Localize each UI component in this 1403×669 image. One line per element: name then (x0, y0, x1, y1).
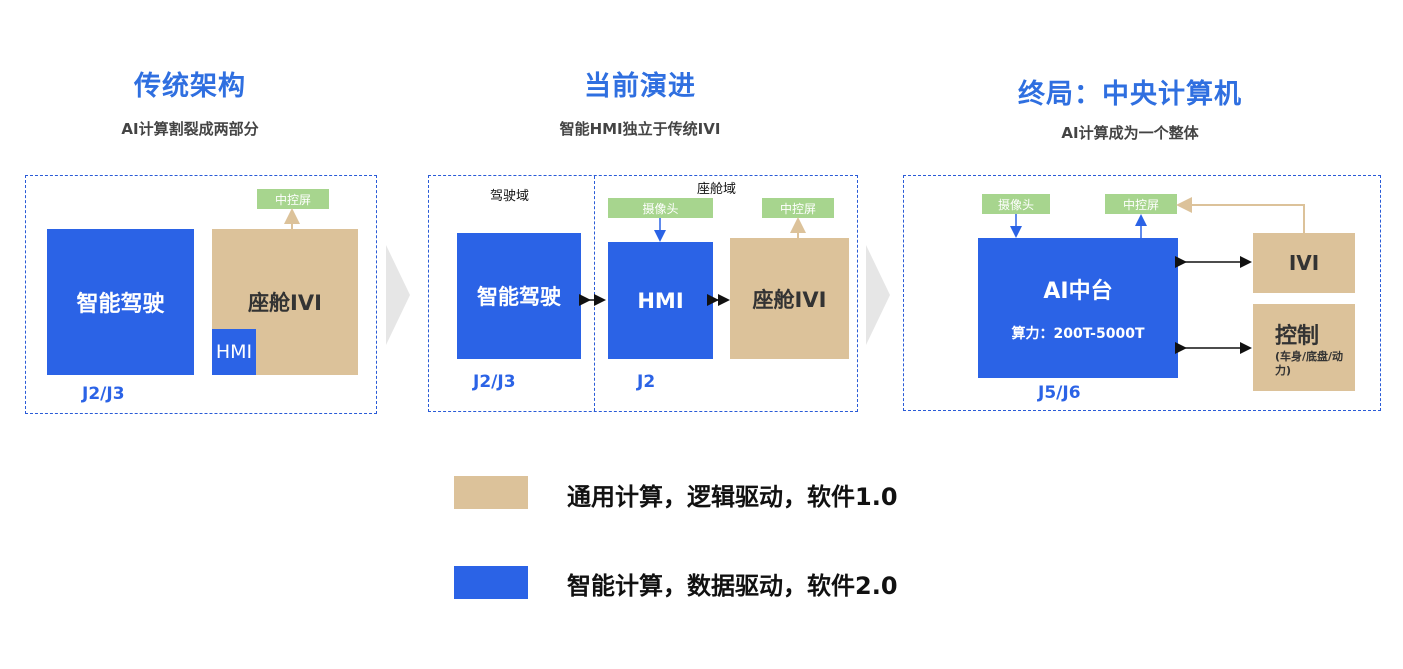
col3-panel (903, 175, 1381, 411)
col3-screen: 中控屏 (1105, 194, 1177, 214)
col2-chip-right: J2 (637, 372, 656, 392)
col3-control-title: 控制 (1275, 323, 1320, 349)
col3-ivi-box: IVI (1253, 233, 1355, 293)
col3-center-box: AI中台 算力：200T-5000T (978, 238, 1178, 378)
col2-ivi-box: 座舱IVI (730, 238, 849, 359)
col3-chip: J5/J6 (1038, 383, 1081, 403)
legend-blue-text: 智能计算，数据驱动，软件2.0 (567, 572, 898, 600)
col2-domain-right: 座舱域 (697, 182, 737, 197)
col2-panel (428, 175, 858, 412)
col2-hmi-box: HMI (608, 242, 713, 359)
col3-ivi-screen-arrow (1176, 197, 1305, 233)
legend-tan-swatch (454, 476, 528, 509)
col3-camera: 摄像头 (982, 194, 1050, 214)
col2-chip-left: J2/J3 (473, 372, 516, 392)
col1-screen: 中控屏 (257, 189, 329, 209)
col3-center-power: 算力：200T-5000T (1011, 326, 1145, 342)
col2-domain-left: 驾驶域 (490, 189, 530, 204)
col3-control-box: 控制 (车身/底盘/动力) (1253, 304, 1355, 391)
col1-panel (25, 175, 377, 414)
col2-domain-divider (594, 176, 595, 411)
col2-ad-box: 智能驾驶 (457, 233, 581, 359)
col1-subtitle: AI计算割裂成两部分 (121, 120, 259, 138)
chevron-right-icon (386, 245, 410, 345)
col3-title: 终局：中央计算机 (1018, 79, 1242, 110)
legend-blue-swatch (454, 566, 528, 599)
col3-control-detail: (车身/底盘/动力) (1275, 349, 1344, 377)
col3-subtitle: AI计算成为一个整体 (1061, 124, 1199, 142)
col1-chip: J2/J3 (82, 384, 125, 404)
col3-center-title: AI中台 (1043, 279, 1113, 304)
col2-screen: 中控屏 (762, 198, 834, 218)
col2-subtitle: 智能HMI独立于传统IVI (559, 120, 721, 138)
col2-camera: 摄像头 (608, 198, 713, 218)
chevron-right-icon (866, 245, 890, 345)
legend-tan-text: 通用计算，逻辑驱动，软件1.0 (567, 483, 898, 511)
col1-hmi-box: HMI (212, 329, 256, 375)
col1-ad-box: 智能驾驶 (47, 229, 194, 375)
col1-title: 传统架构 (134, 71, 246, 102)
col2-title: 当前演进 (584, 71, 696, 102)
